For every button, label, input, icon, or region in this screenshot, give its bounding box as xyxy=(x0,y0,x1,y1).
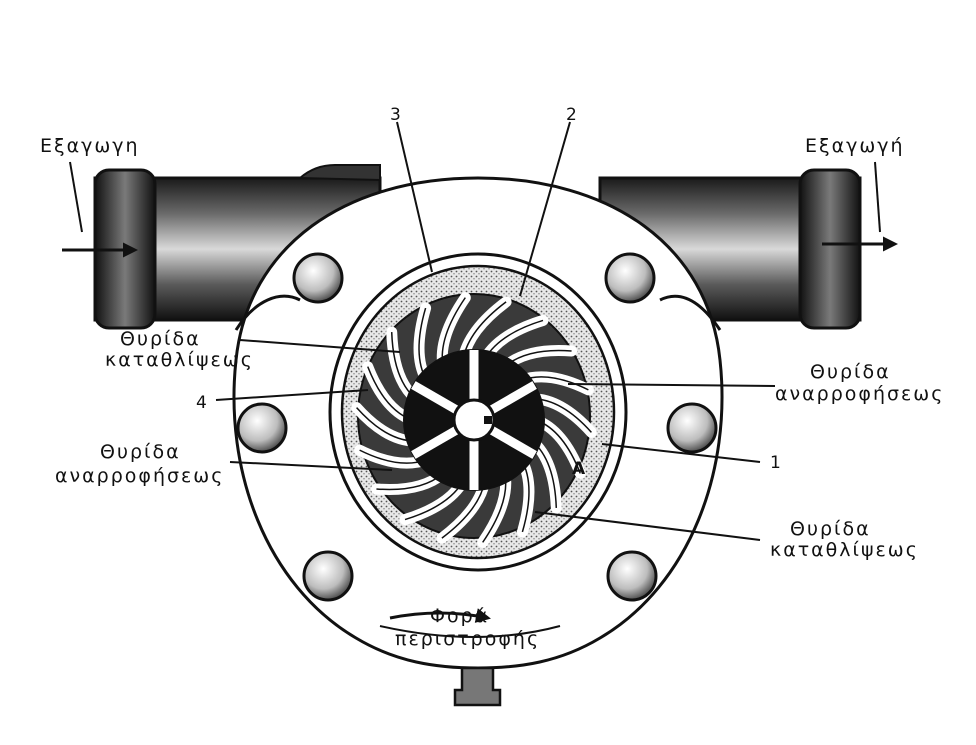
outlet-label: Εξαγωγή xyxy=(805,135,905,157)
port-suction-right-line1: Θυρίδα xyxy=(810,361,891,383)
inlet-pointer xyxy=(69,161,83,233)
callout-1: 1 xyxy=(770,453,781,473)
port-suction-left-line1: Θυρίδα xyxy=(100,441,181,463)
port-discharge-left-line1: Θυρίδα xyxy=(120,328,201,350)
port-suction-right-line2: αναρροφήσεως xyxy=(775,383,944,405)
port-discharge-right-line2: καταθλίψεως xyxy=(770,539,919,561)
bolt-icon xyxy=(236,402,288,454)
bolt-icon xyxy=(302,550,354,602)
impeller-hub xyxy=(403,349,545,491)
leader-suction-right xyxy=(567,383,776,387)
rotation-label-line1: Φορά xyxy=(430,605,489,627)
bolt-icon xyxy=(666,402,718,454)
leader-suction-left xyxy=(229,461,393,471)
callout-3: 3 xyxy=(390,105,401,125)
bolts xyxy=(236,252,718,602)
callout-4: 4 xyxy=(196,393,207,413)
callout-2: 2 xyxy=(566,105,577,125)
pipe-boss xyxy=(297,164,381,182)
leader-3 xyxy=(396,121,433,273)
labels: Εξαγωγη Εξαγωγή 3 2 4 1 Θυρίδα καταθλίψε… xyxy=(40,105,944,650)
housing-neck-left xyxy=(234,294,301,331)
housing-neck-right xyxy=(659,294,722,331)
leader-1 xyxy=(601,443,761,463)
outlet-flange xyxy=(798,168,862,330)
leader-2 xyxy=(519,121,571,297)
drain-plug xyxy=(453,666,502,707)
inlet-label: Εξαγωγη xyxy=(40,135,140,157)
port-suction-left-line2: αναρροφήσεως xyxy=(55,465,224,487)
rotation-arrow-icon xyxy=(389,608,491,623)
outlet-pointer xyxy=(874,161,881,233)
shaft xyxy=(452,398,496,442)
leader-discharge-left xyxy=(239,339,401,353)
bolt-icon xyxy=(604,252,656,304)
bolt-icon xyxy=(292,252,344,304)
leader-discharge-right xyxy=(534,511,761,541)
shaft-key xyxy=(484,416,492,424)
cam-mark-label: A xyxy=(572,459,586,479)
rotation-label-line2: περιστροφής xyxy=(395,628,540,650)
bolt-icon xyxy=(606,550,658,602)
leader-lines xyxy=(62,121,898,638)
port-discharge-right-line1: Θυρίδα xyxy=(790,518,871,540)
port-discharge-left-line2: καταθλίψεως xyxy=(105,349,254,371)
rotation-arc xyxy=(379,625,561,638)
leader-4 xyxy=(215,389,369,401)
